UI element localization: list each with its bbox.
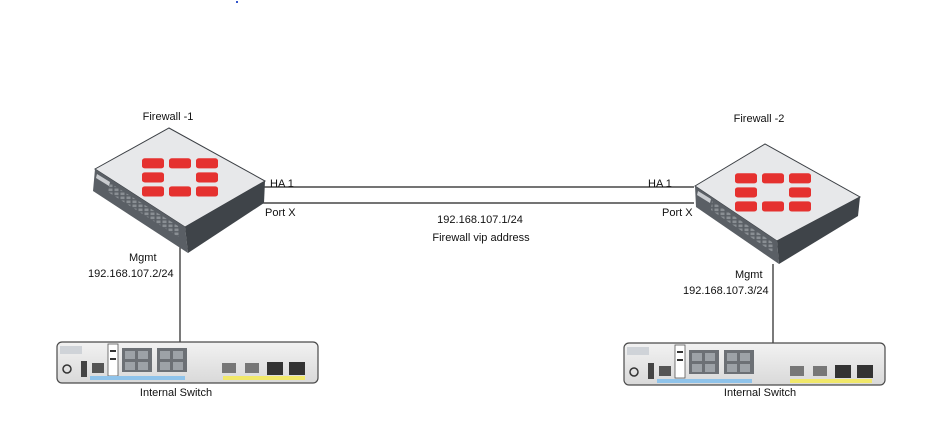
firewall-2-device — [694, 143, 862, 264]
ha-right-label: HA 1 — [648, 178, 672, 190]
firewall-2-label: Firewall -2 — [733, 113, 785, 125]
internal-switch-2-device — [623, 342, 886, 386]
internal-switch-1-device — [56, 341, 319, 384]
switch-2-label: Internal Switch — [723, 387, 797, 399]
fw1-mgmt-ip: 192.168.107.2/24 — [88, 268, 174, 280]
port-left-label: Port X — [265, 207, 296, 219]
fw2-mgmt-label: Mgmt — [735, 269, 763, 281]
vip-address-value: 192.168.107.1/24 — [437, 214, 523, 226]
switch-1-label: Internal Switch — [139, 387, 213, 399]
firewall-1-device — [93, 127, 267, 253]
fortinet-logo-icon — [735, 173, 811, 212]
firewall-1-label: Firewall -1 — [142, 111, 194, 123]
port-right-label: Port X — [662, 207, 693, 219]
vip-address-label: Firewall vip address — [432, 232, 530, 244]
stray-mark — [236, 1, 238, 3]
ha-left-label: HA 1 — [270, 178, 294, 190]
fortinet-logo-icon — [142, 158, 218, 197]
fw1-mgmt-label: Mgmt — [129, 252, 157, 264]
fw2-mgmt-ip: 192.168.107.3/24 — [683, 285, 769, 297]
